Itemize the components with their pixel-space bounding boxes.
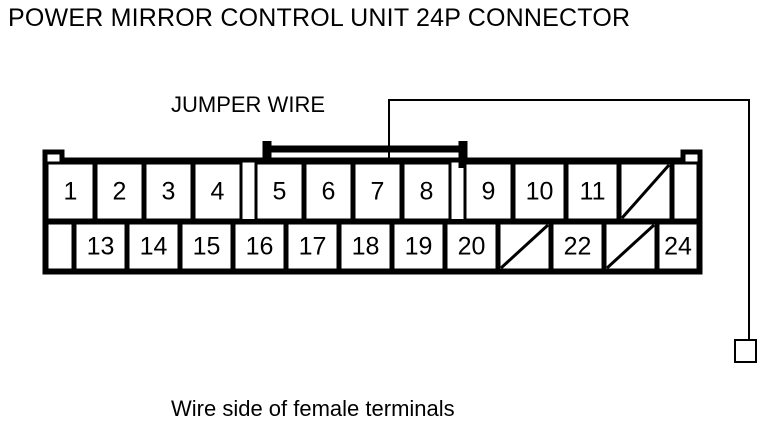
pin-label: 20 — [458, 233, 486, 261]
jumper-leader-line — [388, 99, 750, 340]
pin-cell-top: 7 — [352, 161, 403, 222]
pin-label: 9 — [482, 178, 496, 206]
pin-label: 14 — [140, 233, 168, 261]
pin-cell-bottom: 24 — [656, 221, 700, 272]
pin-cell-top: 9 — [463, 161, 514, 222]
pin-cell-top: 4 — [192, 161, 243, 222]
pin-cell-bottom-blank — [603, 221, 658, 272]
pin-cell-bottom: 20 — [444, 221, 499, 272]
pin-label: 13 — [87, 233, 115, 261]
pin-label: 24 — [664, 233, 692, 261]
pin-cell-top-blank — [618, 161, 673, 222]
pin-cell-bottom-blank-start — [45, 221, 75, 272]
pin-label: 2 — [113, 178, 127, 206]
pin-cell-top: 10 — [512, 161, 567, 222]
pin-cell-top: 8 — [401, 161, 452, 222]
pin-cell-top: 1 — [45, 161, 96, 222]
pin-label: 6 — [322, 178, 336, 206]
pin-cell-bottom: 15 — [179, 221, 234, 272]
pin-cell-bottom: 16 — [232, 221, 287, 272]
pin-cell-bottom: 19 — [391, 221, 446, 272]
pin-cell-bottom: 18 — [338, 221, 393, 272]
pin-label: 4 — [211, 178, 225, 206]
figure-caption: Wire side of female terminals — [171, 396, 455, 421]
pin-label: 3 — [162, 178, 176, 206]
pin-cell-bottom-blank — [497, 221, 552, 272]
connector-outline — [42, 149, 703, 275]
pin-label: 1 — [64, 178, 78, 206]
pin-label: 11 — [580, 178, 606, 206]
pin-label: 10 — [526, 178, 554, 206]
bottom-row: 13 14 15 16 17 18 — [45, 221, 700, 272]
pin-cell-top: 3 — [143, 161, 194, 222]
pin-cell-bottom: 14 — [126, 221, 181, 272]
page-title: POWER MIRROR CONTROL UNIT 24P CONNECTOR — [8, 4, 631, 32]
pin-label: 22 — [564, 233, 592, 261]
pin-label: 15 — [193, 233, 221, 261]
terminal-box — [734, 339, 757, 363]
top-row: 1 2 3 4 5 6 7 — [45, 161, 700, 222]
jumper-wire-label: JUMPER WIRE — [171, 92, 325, 117]
pin-cell-bottom: 17 — [285, 221, 340, 272]
pin-cell-top: 2 — [94, 161, 145, 222]
pin-label: 18 — [352, 233, 380, 261]
pin-label: 16 — [246, 233, 274, 261]
pin-cell-bottom: 13 — [73, 221, 128, 272]
pin-cell-top: 6 — [303, 161, 354, 222]
pin-cell-bottom: 22 — [550, 221, 605, 272]
pin-label: 5 — [273, 178, 287, 206]
pin-label: 19 — [405, 233, 433, 261]
pin-cell-top-end — [671, 161, 700, 222]
pin-label: 8 — [420, 178, 434, 206]
pin-label: 17 — [299, 233, 327, 261]
pin-label: 7 — [371, 178, 385, 206]
pin-cell-top: 11 — [565, 161, 620, 222]
pin-cell-top: 5 — [254, 161, 305, 222]
